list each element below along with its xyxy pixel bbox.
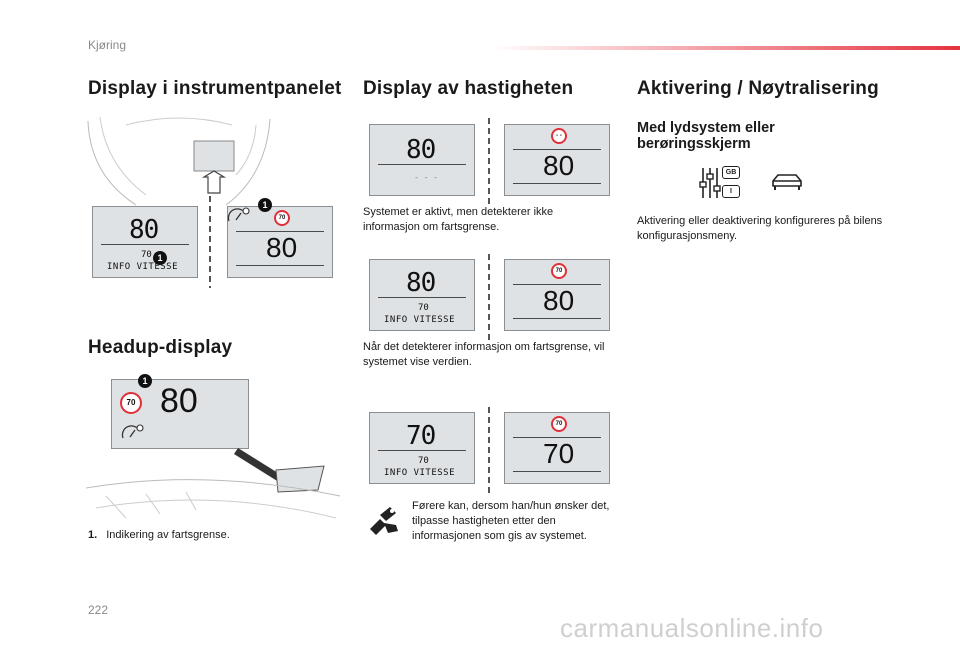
instrument-panel-display: 80 70 INFO VITESSE 1 [92,206,198,278]
row2-panel-display: 80 70 INFO VITESSE [369,259,475,331]
panel-limit: 70 [141,250,152,260]
row1-panel-display: 80 - - - [369,124,475,196]
row2-left-info: INFO VITESSE [384,315,456,325]
row2-left-limit: 70 [418,303,429,313]
footnote-number: 1. [88,529,98,541]
info-badge: I [722,185,740,198]
row1-sign: - - [551,128,567,144]
row3-sign: 70 [551,416,567,432]
speed-display: 80 70 [227,206,333,278]
dashed-divider [209,196,211,288]
subheading-audio: Med lydsystem eller berøringsskjerm [637,120,775,152]
panel-speed: 80 [129,215,159,245]
footnote-text: Indikering av fartsgrense. [106,529,230,541]
page-number: 222 [88,603,109,617]
row3-left-info: INFO VITESSE [384,468,456,478]
activation-text: Aktivering eller deaktivering konfigurer… [637,215,883,242]
section-label: Kjøring [88,38,127,52]
language-badge-gb: GB [722,166,740,179]
row2-divider [488,254,490,342]
hud-callout-1: 1 [138,374,152,388]
row3-panel-display: 70 70 INFO VITESSE [369,412,475,484]
hud-speed: 80 [160,382,198,420]
row1-divider [488,118,490,206]
row3-speed-display: 70 70 [504,412,610,484]
caption-2: Når det detekterer informasjon om fartsg… [363,341,605,368]
callout-1: 1 [153,251,167,265]
caption-1: Systemet er aktivt, men detekterer ikke … [363,206,554,233]
row3-left-limit: 70 [418,456,429,466]
row2-sign: 70 [551,263,567,279]
row1-left-dashes: - - - [414,173,439,182]
header-accent-bar [490,46,960,50]
footnote: 1. Indikering av fartsgrense. [88,528,230,543]
heading-instrument-panel: Display i instrumentpanelet [88,78,342,99]
watermark: carmanualsonline.info [560,613,824,643]
driver-hands-icon [370,507,398,535]
row1-right-speed: 80 [543,150,575,181]
hud-speed-limit-sign: 70 [120,392,142,414]
heading-speed-display: Display av hastigheten [363,78,574,99]
settings-sliders-icon [699,168,721,198]
row3-right-speed: 70 [543,438,575,469]
panel-info-label: INFO VITESSE [107,262,179,272]
row2-left-speed: 80 [406,268,436,298]
headup-dashboard-illustration [86,448,341,519]
row2-right-speed: 80 [543,285,575,316]
speed-limiter-icon [227,207,250,222]
headup-display: 70 80 1 [111,374,249,449]
caption-3: Førere kan, dersom han/hun ønsker det, t… [412,500,610,542]
car-icon [772,174,802,190]
dashboard-illustration [87,116,271,206]
row1-speed-display: - - 80 [504,124,610,196]
display-speed: 80 [266,232,298,263]
hud-speed-limiter-icon [121,424,144,439]
speed-limit-sign: 70 [274,210,290,226]
row3-left-speed: 70 [406,421,436,451]
callout-1-right: 1 [258,198,272,212]
row2-speed-display: 70 80 [504,259,610,331]
heading-headup: Headup-display [88,337,233,358]
row3-divider [488,407,490,495]
row1-left-speed: 80 [406,135,436,165]
heading-activation: Aktivering / Nøytralisering [637,78,879,99]
